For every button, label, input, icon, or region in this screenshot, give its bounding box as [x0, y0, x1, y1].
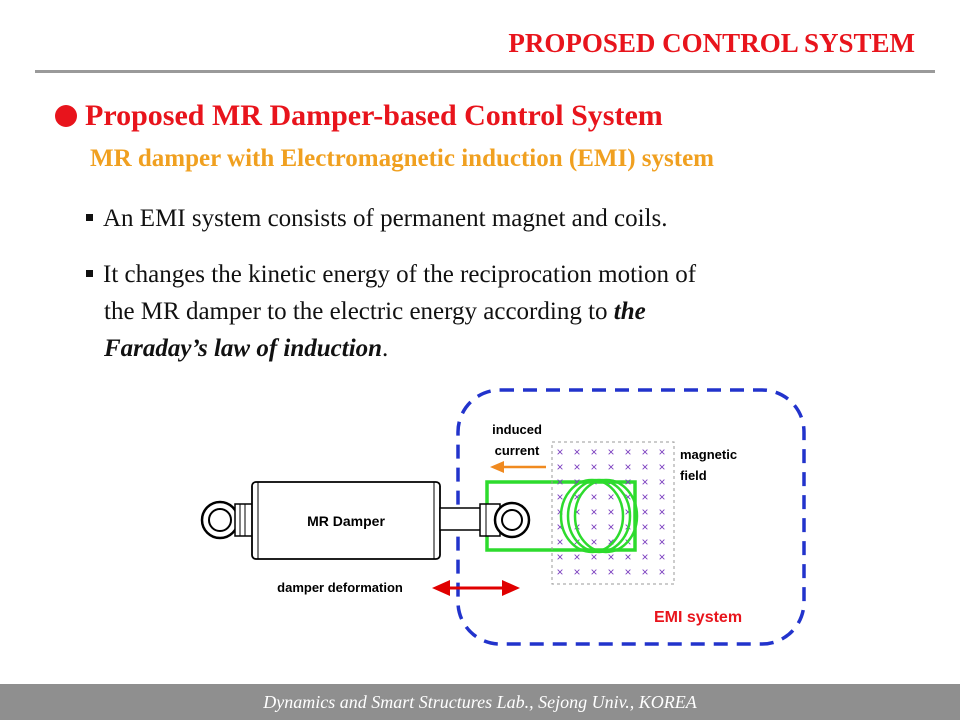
- field-mark: ×: [658, 535, 665, 549]
- field-mark: ×: [556, 520, 563, 534]
- bullet-item-2-emphasis-1: the: [613, 298, 646, 325]
- field-mark: ×: [590, 535, 597, 549]
- field-mark: ×: [573, 550, 580, 564]
- field-mark: ×: [556, 445, 563, 459]
- magnetic-field-label-line2: field: [680, 468, 707, 483]
- field-mark: ×: [658, 490, 665, 504]
- field-mark: ×: [658, 475, 665, 489]
- induced-current-arrow: [490, 461, 546, 473]
- field-mark: ×: [573, 505, 580, 519]
- field-mark: ×: [590, 550, 597, 564]
- field-mark: ×: [624, 565, 631, 579]
- square-bullet-icon: [86, 270, 93, 277]
- magnetic-field-marks: ××××××××××××××××××××××××××××××××××××××××…: [556, 445, 665, 579]
- damper-deformation-arrow: [432, 580, 520, 596]
- induced-current-label-line2: current: [495, 443, 540, 458]
- field-mark: ×: [556, 550, 563, 564]
- field-mark: ×: [641, 550, 648, 564]
- field-mark: ×: [607, 490, 614, 504]
- field-mark: ×: [624, 445, 631, 459]
- emi-system-label: EMI system: [654, 609, 742, 626]
- induction-coils: [559, 478, 639, 554]
- damper-right-eye: [479, 501, 531, 539]
- bullet-item-2-line2: the MR damper to the electric energy acc…: [104, 298, 614, 325]
- field-mark: ×: [641, 505, 648, 519]
- field-mark: ×: [624, 475, 631, 489]
- footer-text: Dynamics and Smart Structures Lab., Sejo…: [263, 692, 697, 712]
- field-mark: ×: [607, 565, 614, 579]
- field-mark: ×: [624, 490, 631, 504]
- damper-deformation-label: damper deformation: [277, 580, 403, 595]
- bullet-item-1: An EMI system consists of permanent magn…: [86, 200, 667, 237]
- field-mark: ×: [590, 565, 597, 579]
- field-mark: ×: [573, 475, 580, 489]
- field-mark: ×: [607, 460, 614, 474]
- field-mark: ×: [607, 550, 614, 564]
- field-mark: ×: [573, 445, 580, 459]
- field-mark: ×: [607, 535, 614, 549]
- field-mark: ×: [641, 475, 648, 489]
- field-mark: ×: [556, 535, 563, 549]
- field-mark: ×: [556, 490, 563, 504]
- slide-section-title: PROPOSED CONTROL SYSTEM: [508, 28, 915, 58]
- magnetic-field-region: [551, 441, 675, 585]
- emi-damper-diagram: MR Damper ××××××××××××××××××××××××××××××…: [200, 388, 806, 646]
- field-mark: ×: [658, 460, 665, 474]
- field-mark: ×: [590, 505, 597, 519]
- field-mark: ×: [658, 565, 665, 579]
- field-mark: ×: [641, 535, 648, 549]
- piston-rod: [439, 507, 487, 531]
- field-mark: ×: [624, 460, 631, 474]
- bullet-dot-icon: [55, 105, 77, 127]
- field-mark: ×: [607, 520, 614, 534]
- field-mark: ×: [658, 505, 665, 519]
- square-bullet-icon: [86, 214, 93, 221]
- footer-bar: Dynamics and Smart Structures Lab., Sejo…: [0, 684, 960, 720]
- bullet-item-2-line1: It changes the kinetic energy of the rec…: [103, 261, 697, 288]
- magnetic-field-label-line1: magnetic: [680, 447, 737, 462]
- field-mark: ×: [607, 505, 614, 519]
- field-mark: ×: [590, 445, 597, 459]
- field-mark: ×: [573, 460, 580, 474]
- damper-left-eye: [200, 500, 254, 540]
- bullet-item-2-emphasis-2: Faraday’s law of induction: [104, 335, 383, 362]
- bullet-item-2: It changes the kinetic energy of the rec…: [86, 256, 886, 367]
- field-mark: ×: [556, 460, 563, 474]
- field-mark: ×: [641, 490, 648, 504]
- field-mark: ×: [641, 520, 648, 534]
- mr-damper-label: MR Damper: [307, 513, 385, 529]
- field-mark: ×: [658, 445, 665, 459]
- field-mark: ×: [590, 520, 597, 534]
- induced-current-label-line1: induced: [492, 422, 542, 437]
- field-mark: ×: [658, 550, 665, 564]
- field-mark: ×: [607, 445, 614, 459]
- heading-row: Proposed MR Damper-based Control System: [55, 99, 663, 133]
- field-mark: ×: [556, 565, 563, 579]
- title-divider: [35, 70, 935, 73]
- field-mark: ×: [658, 520, 665, 534]
- slide-heading: Proposed MR Damper-based Control System: [85, 99, 663, 132]
- field-mark: ×: [590, 460, 597, 474]
- field-mark: ×: [556, 475, 563, 489]
- bullet-item-2-period: .: [382, 335, 389, 362]
- field-mark: ×: [590, 490, 597, 504]
- field-mark: ×: [573, 490, 580, 504]
- field-mark: ×: [641, 565, 648, 579]
- field-mark: ×: [641, 445, 648, 459]
- slide-subheading: MR damper with Electromagnetic induction…: [90, 145, 715, 172]
- bullet-item-1-text: An EMI system consists of permanent magn…: [103, 205, 668, 232]
- field-mark: ×: [624, 505, 631, 519]
- field-mark: ×: [624, 550, 631, 564]
- field-mark: ×: [573, 565, 580, 579]
- field-mark: ×: [641, 460, 648, 474]
